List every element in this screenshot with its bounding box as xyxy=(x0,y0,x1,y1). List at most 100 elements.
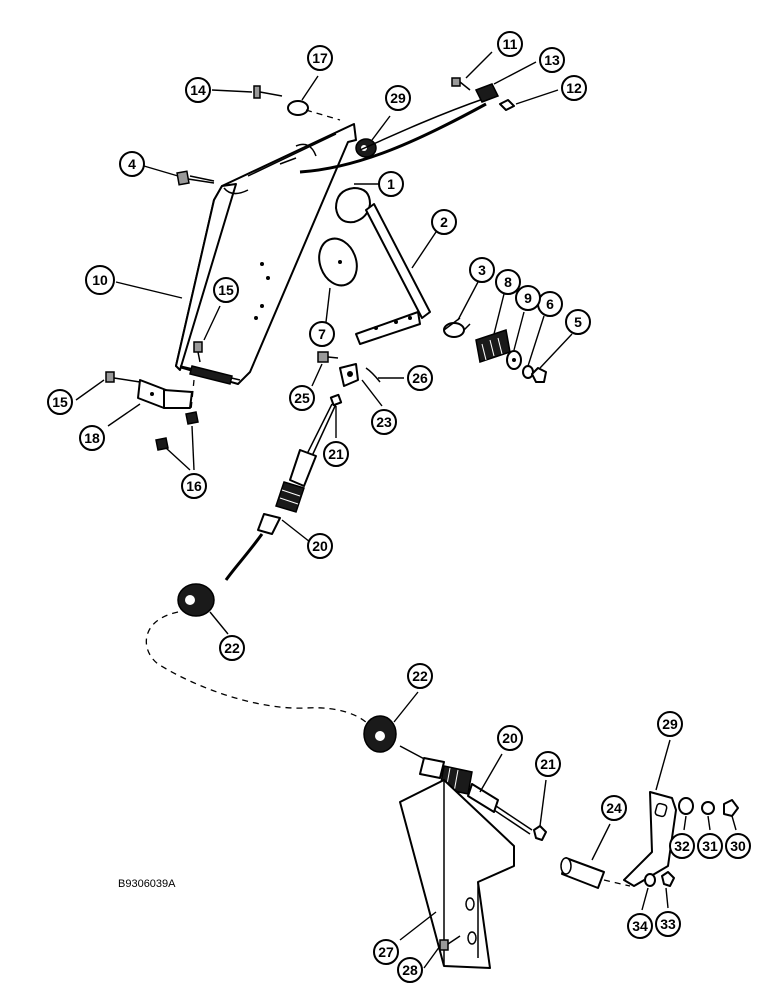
svg-text:4: 4 xyxy=(128,156,136,172)
callout-34: 34 xyxy=(627,913,653,939)
svg-text:22: 22 xyxy=(412,668,428,684)
svg-text:18: 18 xyxy=(84,430,100,446)
figure-reference: B9306039A xyxy=(118,878,176,890)
svg-text:16: 16 xyxy=(186,478,202,494)
callout-31: 31 xyxy=(697,833,723,859)
callout-29-lower: 29 xyxy=(657,711,683,737)
bolt xyxy=(193,341,203,363)
washer xyxy=(678,797,694,815)
bushing xyxy=(443,317,471,338)
callout-30: 30 xyxy=(725,833,751,859)
clevis xyxy=(339,363,359,387)
callout-29-upper: 29 xyxy=(385,85,411,111)
svg-text:14: 14 xyxy=(190,82,206,98)
svg-text:34: 34 xyxy=(632,918,648,934)
nut xyxy=(185,411,199,425)
svg-text:26: 26 xyxy=(412,370,428,386)
svg-text:6: 6 xyxy=(546,296,554,312)
svg-text:29: 29 xyxy=(390,90,406,106)
callout-7: 7 xyxy=(309,321,335,347)
bolt xyxy=(439,935,461,951)
nut xyxy=(329,393,343,407)
callout-21-upper: 21 xyxy=(323,441,349,467)
callout-2: 2 xyxy=(431,209,457,235)
bolt xyxy=(253,85,283,99)
callout-20-lower: 20 xyxy=(497,725,523,751)
nut xyxy=(533,825,547,841)
washer xyxy=(701,801,715,815)
svg-text:17: 17 xyxy=(312,50,328,66)
shield-disc xyxy=(318,237,358,287)
callout-4: 4 xyxy=(119,151,145,177)
svg-text:28: 28 xyxy=(402,962,418,978)
callout-12: 12 xyxy=(561,75,587,101)
callout-18: 18 xyxy=(79,425,105,451)
upper-cable xyxy=(299,102,487,174)
svg-text:20: 20 xyxy=(502,730,518,746)
svg-text:10: 10 xyxy=(92,272,108,288)
nut xyxy=(499,99,515,111)
callout-11: 11 xyxy=(497,31,523,57)
bracket-plate xyxy=(175,123,357,385)
svg-text:22: 22 xyxy=(224,640,240,656)
callout-13: 13 xyxy=(539,47,565,73)
callout-20-upper: 20 xyxy=(307,533,333,559)
svg-text:29: 29 xyxy=(662,716,678,732)
spacer xyxy=(287,100,341,121)
callout-24: 24 xyxy=(601,795,627,821)
callout-22-lower: 22 xyxy=(407,663,433,689)
lever xyxy=(355,203,431,345)
washer xyxy=(522,365,534,379)
svg-text:15: 15 xyxy=(218,282,234,298)
callout-9: 9 xyxy=(515,285,541,311)
svg-text:5: 5 xyxy=(574,314,582,330)
svg-text:21: 21 xyxy=(328,446,344,462)
svg-text:11: 11 xyxy=(503,36,518,52)
mount-bracket xyxy=(137,379,193,409)
callout-23: 23 xyxy=(371,409,397,435)
spring xyxy=(475,329,511,363)
spacer xyxy=(560,857,631,889)
bolt xyxy=(317,351,339,363)
callout-21-lower: 21 xyxy=(535,751,561,777)
callout-8: 8 xyxy=(495,269,521,295)
svg-text:27: 27 xyxy=(378,944,394,960)
callout-22-upper: 22 xyxy=(219,635,245,661)
callout-17: 17 xyxy=(307,45,333,71)
callout-25: 25 xyxy=(289,385,315,411)
svg-text:8: 8 xyxy=(504,274,512,290)
svg-text:20: 20 xyxy=(312,538,328,554)
nut xyxy=(723,799,739,817)
svg-text:1: 1 xyxy=(387,176,395,192)
svg-text:7: 7 xyxy=(318,326,326,342)
support-bracket xyxy=(399,779,515,969)
callout-5: 5 xyxy=(565,309,591,335)
knob xyxy=(335,187,371,224)
grommet xyxy=(177,583,215,617)
callout-14: 14 xyxy=(185,77,211,103)
callout-15-lower: 15 xyxy=(47,389,73,415)
screw xyxy=(176,170,215,186)
callout-27: 27 xyxy=(373,939,399,965)
callout-32: 32 xyxy=(669,833,695,859)
svg-text:30: 30 xyxy=(730,838,746,854)
cotter-pin xyxy=(365,367,381,383)
nut xyxy=(661,871,675,887)
svg-text:2: 2 xyxy=(440,214,448,230)
svg-text:12: 12 xyxy=(566,80,582,96)
callout-33: 33 xyxy=(655,911,681,937)
callout-15-upper: 15 xyxy=(213,277,239,303)
svg-text:23: 23 xyxy=(376,414,392,430)
cable-clip xyxy=(474,83,500,103)
grommet xyxy=(363,715,397,753)
bolt xyxy=(451,77,471,91)
callout-16: 16 xyxy=(181,473,207,499)
svg-text:15: 15 xyxy=(52,394,68,410)
svg-text:31: 31 xyxy=(702,838,718,854)
nut xyxy=(531,367,547,383)
svg-text:33: 33 xyxy=(660,916,676,932)
callout-6: 6 xyxy=(537,291,563,317)
callout-3: 3 xyxy=(469,257,495,283)
callout-10: 10 xyxy=(85,265,115,295)
